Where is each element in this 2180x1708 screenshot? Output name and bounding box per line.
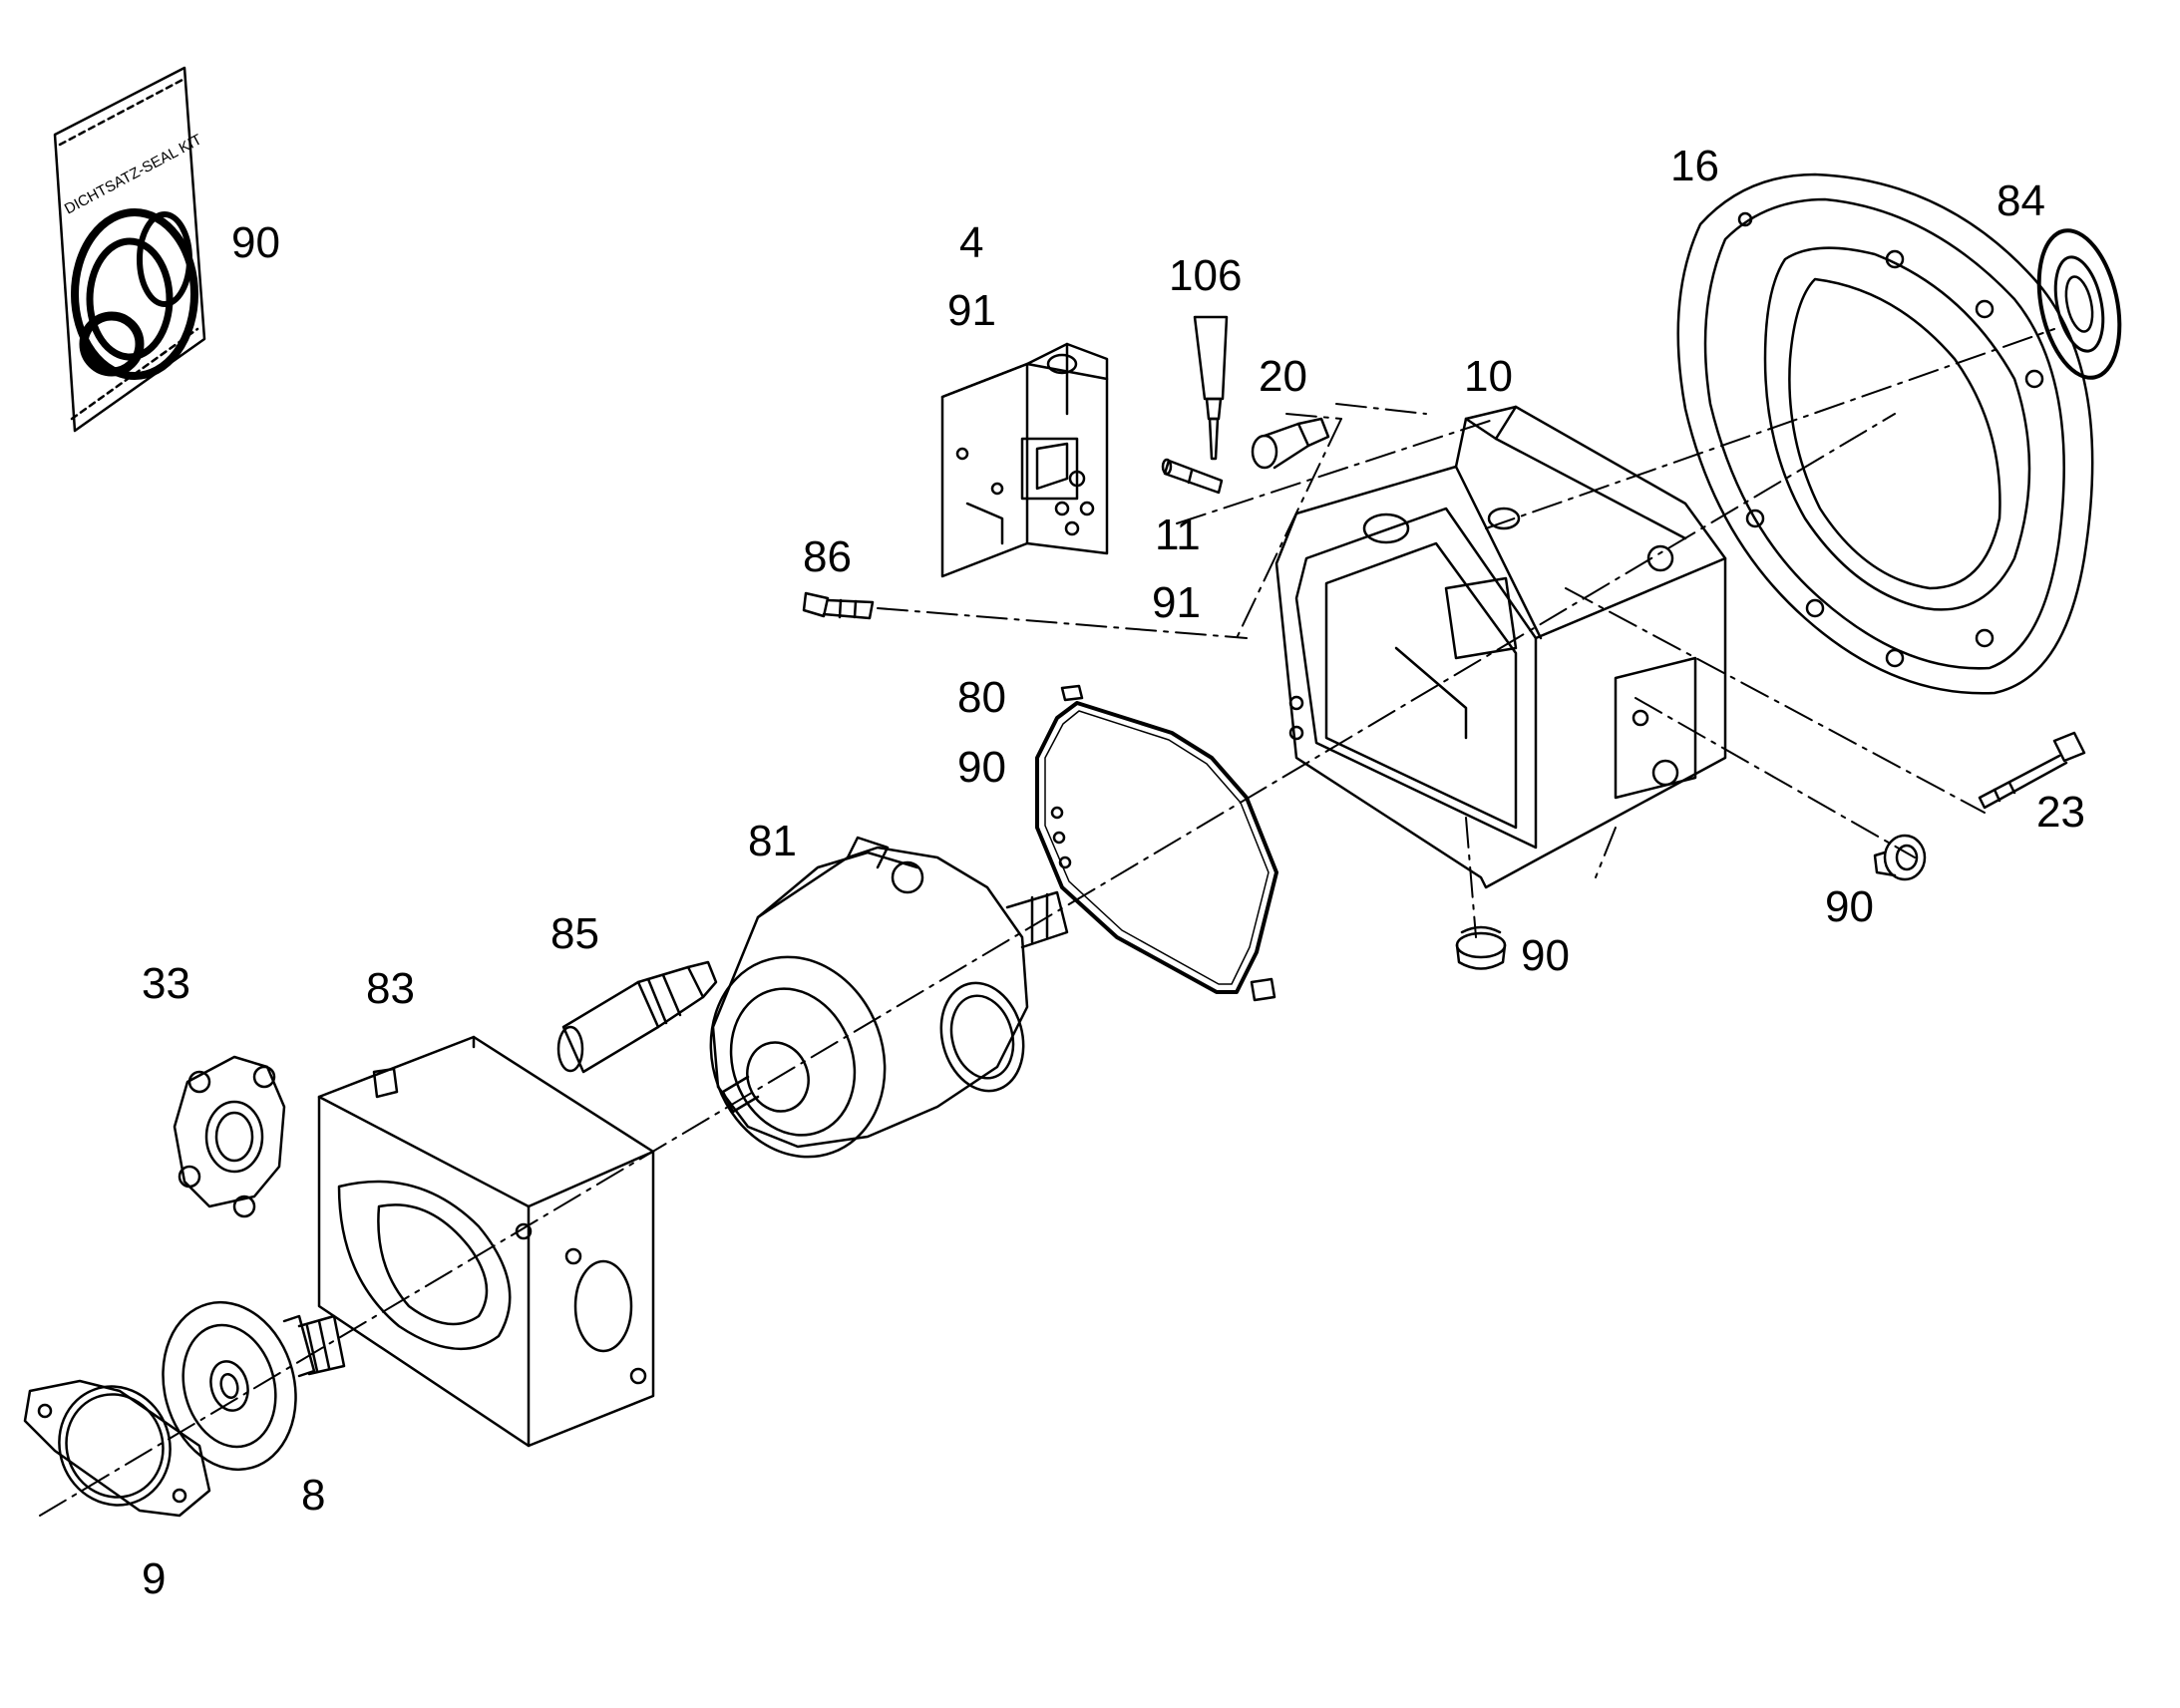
plug-right	[1873, 834, 1927, 881]
seal-kit-text: DICHTSATZ-SEAL KIT	[62, 132, 204, 218]
label-valve-85: 85	[550, 909, 599, 958]
label-plug-90-bottom: 90	[1521, 931, 1570, 980]
socket-screw	[1251, 417, 1330, 470]
label-plug-90-right: 90	[1825, 882, 1874, 931]
control-valve-block	[940, 342, 1109, 578]
mounting-flange	[1676, 172, 2094, 695]
label-seal-kit: 90	[231, 218, 280, 267]
hex-bolt	[1978, 731, 2086, 810]
cover-ring	[23, 1379, 211, 1518]
port-plate	[317, 1035, 655, 1448]
label-tube-106: 106	[1169, 251, 1243, 300]
label-cover-9: 9	[142, 1554, 167, 1603]
plug-bottom	[1455, 925, 1507, 970]
label-rotary-group-81: 81	[748, 817, 797, 865]
bearing-assembly	[162, 1300, 346, 1472]
label-port-plate-83: 83	[366, 964, 415, 1013]
label-plug-91: 91	[1152, 578, 1201, 627]
label-gasket-90: 90	[957, 743, 1006, 792]
rotary-group	[709, 836, 1069, 1159]
small-flange	[173, 1055, 286, 1218]
label-control-4: 4	[959, 218, 984, 267]
label-flange-16: 16	[1670, 142, 1719, 190]
label-housing-10: 10	[1464, 352, 1513, 401]
guide-pin	[1161, 458, 1224, 495]
label-bolt-23: 23	[2036, 788, 2085, 837]
gasket	[1035, 684, 1278, 1002]
label-screw-20: 20	[1259, 352, 1307, 401]
valve-insert	[556, 960, 718, 1074]
seal-kit-bag: DICHTSATZ-SEAL KIT	[53, 66, 206, 433]
label-gasket-80: 80	[957, 673, 1006, 722]
label-pin-11: 11	[1155, 511, 1201, 559]
fitting	[802, 591, 875, 620]
shaft-seal	[2036, 228, 2122, 380]
pump-housing	[1274, 405, 1727, 889]
sealant-tube	[1193, 315, 1229, 461]
label-fitting-86: 86	[803, 532, 852, 581]
axis-lines	[39, 328, 2055, 1517]
label-bearing-8: 8	[301, 1471, 326, 1520]
label-flange-33: 33	[142, 959, 190, 1008]
label-control-91: 91	[947, 286, 996, 335]
label-shaft-seal-84: 84	[1997, 176, 2045, 225]
